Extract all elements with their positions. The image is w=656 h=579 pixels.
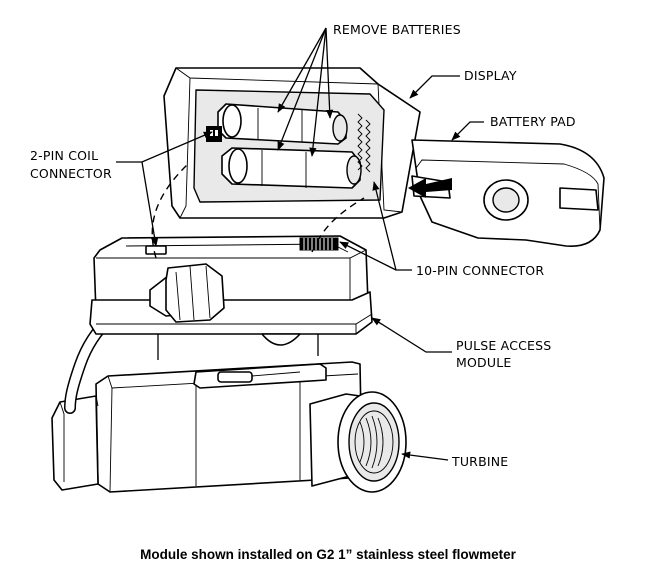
label-coil-connector-line1: 2-PIN COIL: [30, 148, 98, 163]
label-pulse-access-line1: PULSE ACCESS: [456, 338, 551, 353]
label-turbine: TURBINE: [451, 454, 508, 469]
pulse-access-module-drawing: [89, 235, 373, 360]
insert-arrow-icon: [408, 178, 452, 198]
label-pulse-access-line2: MODULE: [456, 355, 511, 370]
assembly-path-right: [311, 197, 365, 253]
label-remove-batteries: REMOVE BATTERIES: [333, 22, 461, 37]
label-battery-pad: BATTERY PAD: [490, 114, 576, 129]
cable-gland-drawing: [149, 263, 225, 323]
label-ten-pin-connector: 10-PIN CONNECTOR: [416, 263, 544, 278]
battery-lower-drawing: [221, 147, 362, 189]
battery-pad-drawing: [411, 139, 605, 247]
label-coil-connector-line2: CONNECTOR: [30, 166, 112, 181]
display-housing-drawing: [163, 67, 421, 219]
turbine-body-drawing: [51, 361, 407, 493]
label-display: DISPLAY: [464, 68, 517, 83]
leader-lines: [116, 27, 484, 461]
figure-caption: Module shown installed on G2 1” stainles…: [140, 547, 517, 562]
